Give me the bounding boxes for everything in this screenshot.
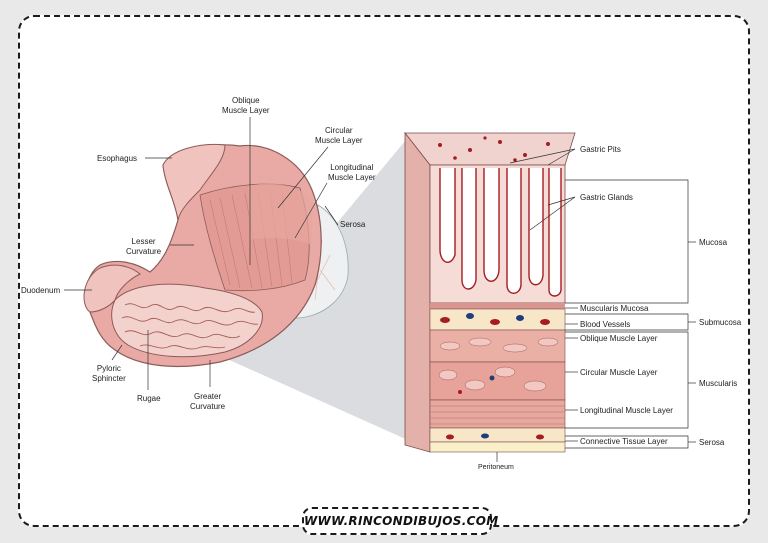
circular-muscle-section: [248, 183, 312, 245]
label-duodenum: Duodenum: [21, 286, 61, 295]
label-circular-muscle-layer-wall: Circular Muscle Layer: [580, 368, 658, 377]
label-muscularis: Muscularis: [699, 379, 738, 388]
label-longitudinal-muscle-layer-wall: Longitudinal Muscle Layer: [580, 406, 673, 415]
label-oblique-muscle-layer: Oblique Muscle Layer: [222, 96, 270, 115]
longitudinal-muscle-layer: [429, 399, 566, 429]
duodenum: [83, 264, 141, 313]
label-muscularis-mucosa: Muscularis Mucosa: [580, 304, 649, 313]
label-pyloric-sphincter: Pyloric Sphincter: [92, 364, 126, 383]
label-serosa: Serosa: [340, 220, 366, 229]
label-submucosa: Submucosa: [699, 318, 742, 327]
serosa-layer: [429, 441, 566, 453]
leader-lines: [64, 117, 696, 462]
label-oblique-muscle-layer-wall: Oblique Muscle Layer: [580, 334, 658, 343]
wall-cross-section: [404, 131, 576, 453]
gastric-pit-spots: [438, 136, 550, 162]
gastric-glands: [439, 168, 562, 297]
label-longitudinal-muscle-layer: Longitudinal Muscle Layer: [328, 163, 376, 182]
label-connective-tissue-layer: Connective Tissue Layer: [580, 437, 668, 446]
website-badge[interactable]: WWW.RINCONDIBUJOS.COM: [302, 507, 498, 535]
rugae-folds: [121, 303, 259, 350]
esophagus: [162, 143, 226, 221]
label-esophagus: Esophagus: [97, 154, 138, 163]
label-gastric-pits: Gastric Pits: [580, 145, 621, 154]
stomach-lining: [111, 283, 263, 358]
label-greater-curvature: Greater Curvature: [190, 392, 226, 411]
submucosa-vessels: [440, 313, 550, 325]
label-circular-muscle-layer: Circular Muscle Layer: [315, 126, 363, 145]
muscularis-mucosa-layer: [430, 303, 565, 309]
label-rugae: Rugae: [137, 394, 161, 403]
label-gastric-glands: Gastric Glands: [580, 193, 633, 202]
label-blood-vessels: Blood Vessels: [580, 320, 631, 329]
mucosa-surface: [404, 132, 576, 166]
stomach-illustration: [83, 143, 349, 368]
wall-side-face: [404, 131, 431, 453]
label-peritoneum: Peritoneum: [478, 464, 514, 471]
label-mucosa: Mucosa: [699, 238, 728, 247]
label-serosa-group: Serosa: [699, 438, 725, 447]
label-lesser-curvature: Lesser Curvature: [126, 237, 162, 256]
circular-muscle-layer: [429, 361, 566, 401]
